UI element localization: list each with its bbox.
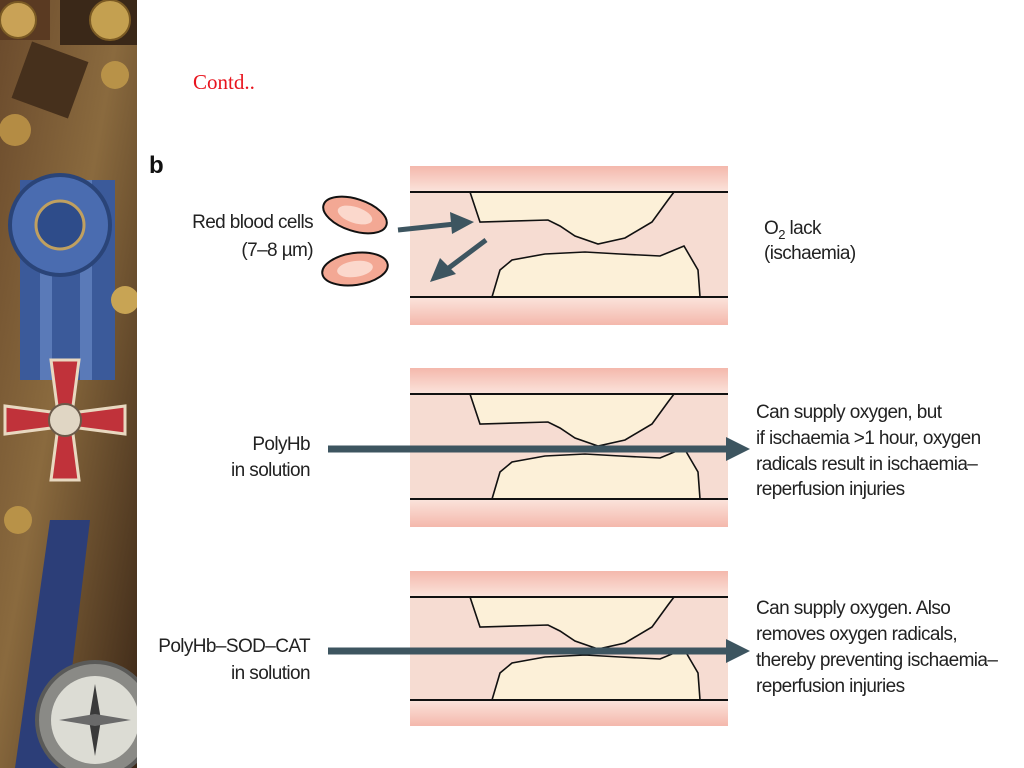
- polyhb-result-line3: radicals result in ischaemia–: [756, 454, 978, 475]
- rbc-arrow-back: [430, 238, 488, 282]
- vessel-3: [410, 571, 728, 726]
- polyhb-result-line4: reperfusion injuries: [756, 479, 905, 500]
- polyhb-result-line1: Can supply oxygen, but: [756, 402, 943, 423]
- polyhb-sod-cat-arrow: [328, 639, 750, 663]
- polyhb-result-line2: if ischaemia >1 hour, oxygen: [756, 428, 981, 449]
- sodcat-result-line3: thereby preventing ischaemia–: [756, 650, 998, 671]
- polyhb-label-line2: in solution: [231, 460, 310, 481]
- polyhb-arrow: [328, 437, 750, 461]
- panel-letter-b: b: [149, 152, 164, 179]
- polyhb-sod-cat-label-line1: PolyHb–SOD–CAT: [158, 636, 311, 657]
- vessel-1: [410, 166, 728, 325]
- red-blood-cell-bottom: [321, 251, 389, 287]
- ischaemia-label: (ischaemia): [764, 243, 856, 264]
- rbc-arrow-in: [397, 212, 474, 234]
- rbc-label-line1: Red blood cells: [192, 212, 313, 233]
- red-blood-cell-top: [322, 195, 388, 235]
- sodcat-result-line1: Can supply oxygen. Also: [756, 598, 950, 619]
- o2-lack-label: O2 lack: [764, 218, 822, 242]
- slide-heading: Contd..: [193, 70, 255, 94]
- polyhb-sod-cat-label-line2: in solution: [231, 663, 310, 684]
- sodcat-result-line2: removes oxygen radicals,: [756, 624, 957, 645]
- sodcat-result-line4: reperfusion injuries: [756, 676, 905, 697]
- polyhb-label-line1: PolyHb: [252, 434, 310, 455]
- side-collage-image: [0, 0, 137, 768]
- rbc-label-line2: (7–8 µm): [241, 240, 313, 261]
